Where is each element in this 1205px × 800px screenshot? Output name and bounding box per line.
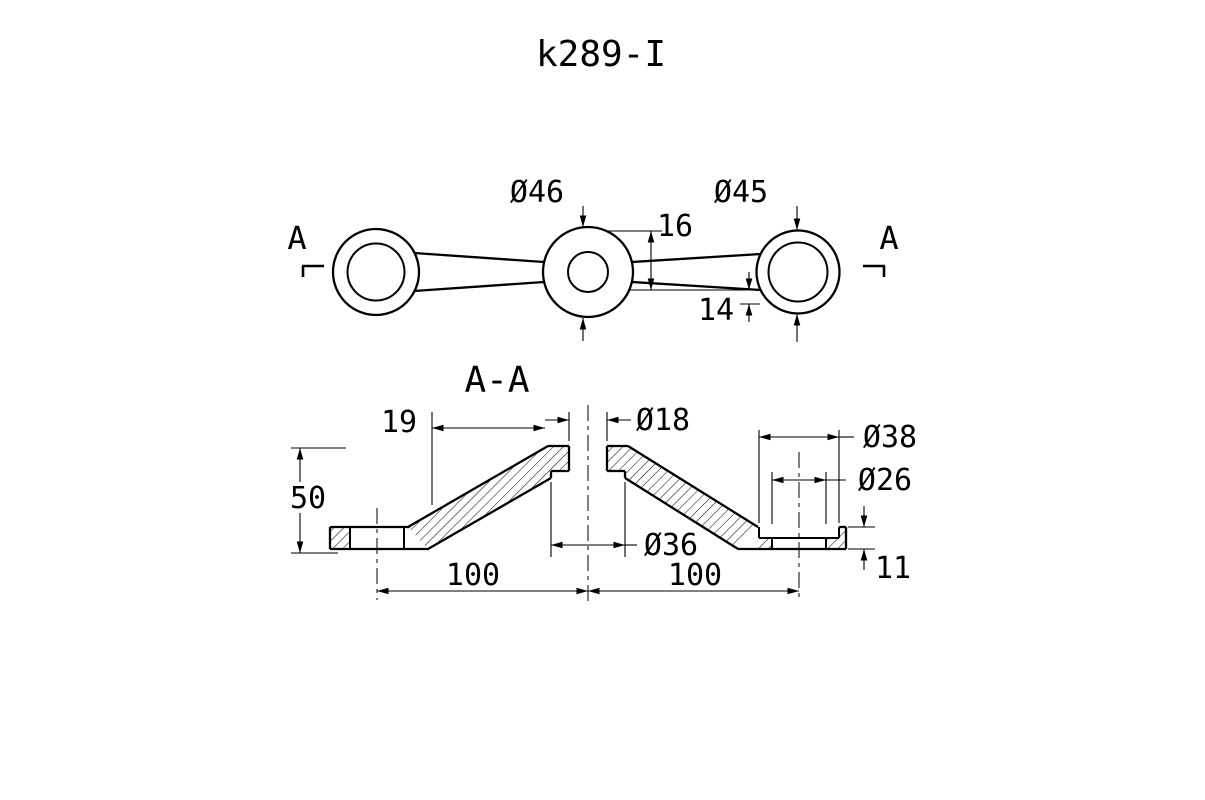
dim-phi46: Ø46: [510, 175, 587, 341]
center-boss: [541, 225, 635, 319]
dim-100-right: 100: [588, 558, 799, 595]
dim-50: 50: [286, 447, 346, 554]
section-marker-right-label: A: [879, 219, 898, 257]
dim-phi26: Ø26: [771, 463, 912, 524]
section-outline: [328, 444, 848, 551]
section-view: A-A: [286, 360, 917, 602]
dim-100-left: 100: [377, 558, 588, 595]
dim-11: 11: [848, 506, 911, 586]
section-view-label: A-A: [464, 360, 529, 401]
dim-label-phi26: Ø26: [858, 463, 912, 498]
right-boss: [755, 229, 841, 315]
dim-label-phi45: Ø45: [714, 175, 768, 210]
dim-label-19: 19: [381, 405, 417, 440]
dim-phi45: Ø45: [714, 175, 801, 342]
dim-label-100-right: 100: [668, 558, 722, 593]
dim-label-100-left: 100: [446, 558, 500, 593]
dim-label-50: 50: [290, 481, 326, 516]
dim-19: 19: [381, 405, 545, 505]
dim-phi38: Ø38: [758, 420, 917, 523]
dim-phi18: Ø18: [545, 403, 690, 441]
dim-label-14: 14: [698, 293, 734, 328]
connecting-arms: [413, 251, 762, 293]
dim-phi36: Ø36: [550, 482, 698, 563]
centerlines: [376, 405, 800, 602]
dim-16: 16: [606, 209, 758, 291]
drawing-title: k289-I: [536, 34, 666, 75]
dim-label-11: 11: [875, 551, 911, 586]
section-marker-left-label: A: [287, 219, 306, 257]
dim-label-phi18: Ø18: [636, 403, 690, 438]
dim-14: 14: [698, 272, 760, 328]
section-hatching: [330, 446, 846, 549]
dim-label-phi46: Ø46: [510, 175, 564, 210]
section-cut-marker-right: A: [863, 219, 899, 277]
dim-label-phi36: Ø36: [644, 528, 698, 563]
dim-label-16: 16: [657, 209, 693, 244]
top-view: Ø46 Ø45 16 14 A A: [287, 175, 899, 342]
section-cut-marker-left: A: [287, 219, 324, 277]
dim-label-phi38: Ø38: [863, 420, 917, 455]
left-boss: [331, 227, 421, 317]
